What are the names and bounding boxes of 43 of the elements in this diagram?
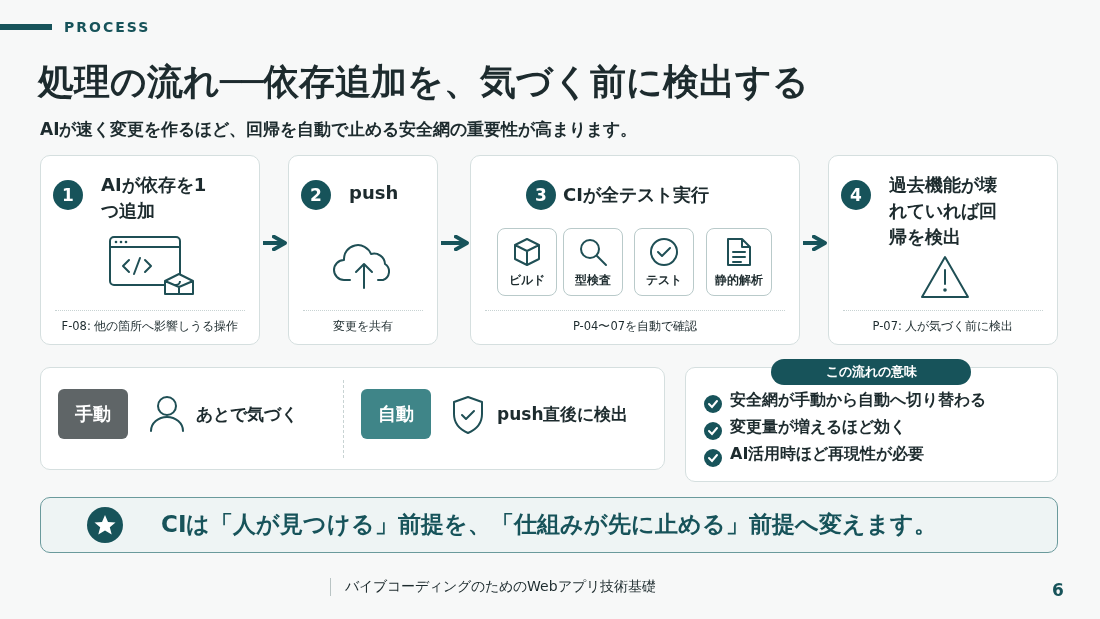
step-number: 2 bbox=[301, 180, 331, 210]
step-note: P-07: 人が気づく前に検出 bbox=[843, 310, 1043, 334]
tool-label: 静的解析 bbox=[713, 273, 764, 288]
step-number: 4 bbox=[841, 180, 871, 210]
step-card bbox=[40, 155, 260, 345]
step-number: 3 bbox=[526, 180, 556, 210]
tool-card bbox=[563, 228, 623, 296]
step-title: push bbox=[349, 181, 400, 205]
step-note: P-04〜07を自動で確認 bbox=[485, 310, 785, 334]
title: 処理の流れ──依存追加を、気づく前に検出する bbox=[38, 60, 810, 104]
comparison-panel bbox=[40, 367, 665, 470]
section-label: PROCESS bbox=[64, 19, 151, 35]
mode-description: あとで気づく bbox=[196, 403, 298, 426]
mode-badge: 自動 bbox=[361, 389, 431, 439]
checklist-item: 変更量が増えるほど効く bbox=[730, 417, 906, 438]
tool-card bbox=[634, 228, 694, 296]
page-number: 6 bbox=[1052, 580, 1064, 600]
key-message: CIは「人が見つける」前提を、「仕組みが先に止める」前提へ変えます。 bbox=[161, 510, 938, 539]
mode-description: push直後に検出 bbox=[497, 403, 629, 426]
step-title: AIが依存を1つ追加 bbox=[101, 173, 208, 223]
tool-card bbox=[706, 228, 772, 296]
footer-text: バイブコーディングのためのWebアプリ技術基礎 bbox=[330, 578, 656, 596]
tool-label: 型検査 bbox=[573, 273, 612, 288]
tool-label: テスト bbox=[644, 273, 683, 288]
tool-label: ビルド bbox=[507, 273, 546, 288]
step-title: 過去機能が壊れていれば回帰を検出 bbox=[889, 173, 998, 249]
step-card bbox=[470, 155, 800, 345]
arrow bbox=[263, 234, 287, 252]
arrow bbox=[441, 234, 469, 252]
subtitle: AIが速く変更を作るほど、回帰を自動で止める安全網の重要性が高まります。 bbox=[40, 118, 638, 141]
tool-card bbox=[497, 228, 557, 296]
checklist-item: AI活用時ほど再現性が必要 bbox=[730, 444, 925, 465]
key-message-banner bbox=[40, 497, 1058, 553]
checklist-item: 安全網が手動から自動へ切り替わる bbox=[730, 390, 986, 411]
step-card bbox=[828, 155, 1058, 345]
step-card bbox=[288, 155, 438, 345]
step-note: 変更を共有 bbox=[303, 310, 423, 334]
step-note: F-08: 他の箇所へ影響しうる操作 bbox=[55, 310, 245, 334]
mode-badge: 手動 bbox=[58, 389, 128, 439]
arrow bbox=[803, 234, 827, 252]
step-number: 1 bbox=[53, 180, 83, 210]
step-title: CIが全テスト実行 bbox=[563, 183, 710, 207]
panel-heading: この流れの意味 bbox=[771, 359, 971, 385]
